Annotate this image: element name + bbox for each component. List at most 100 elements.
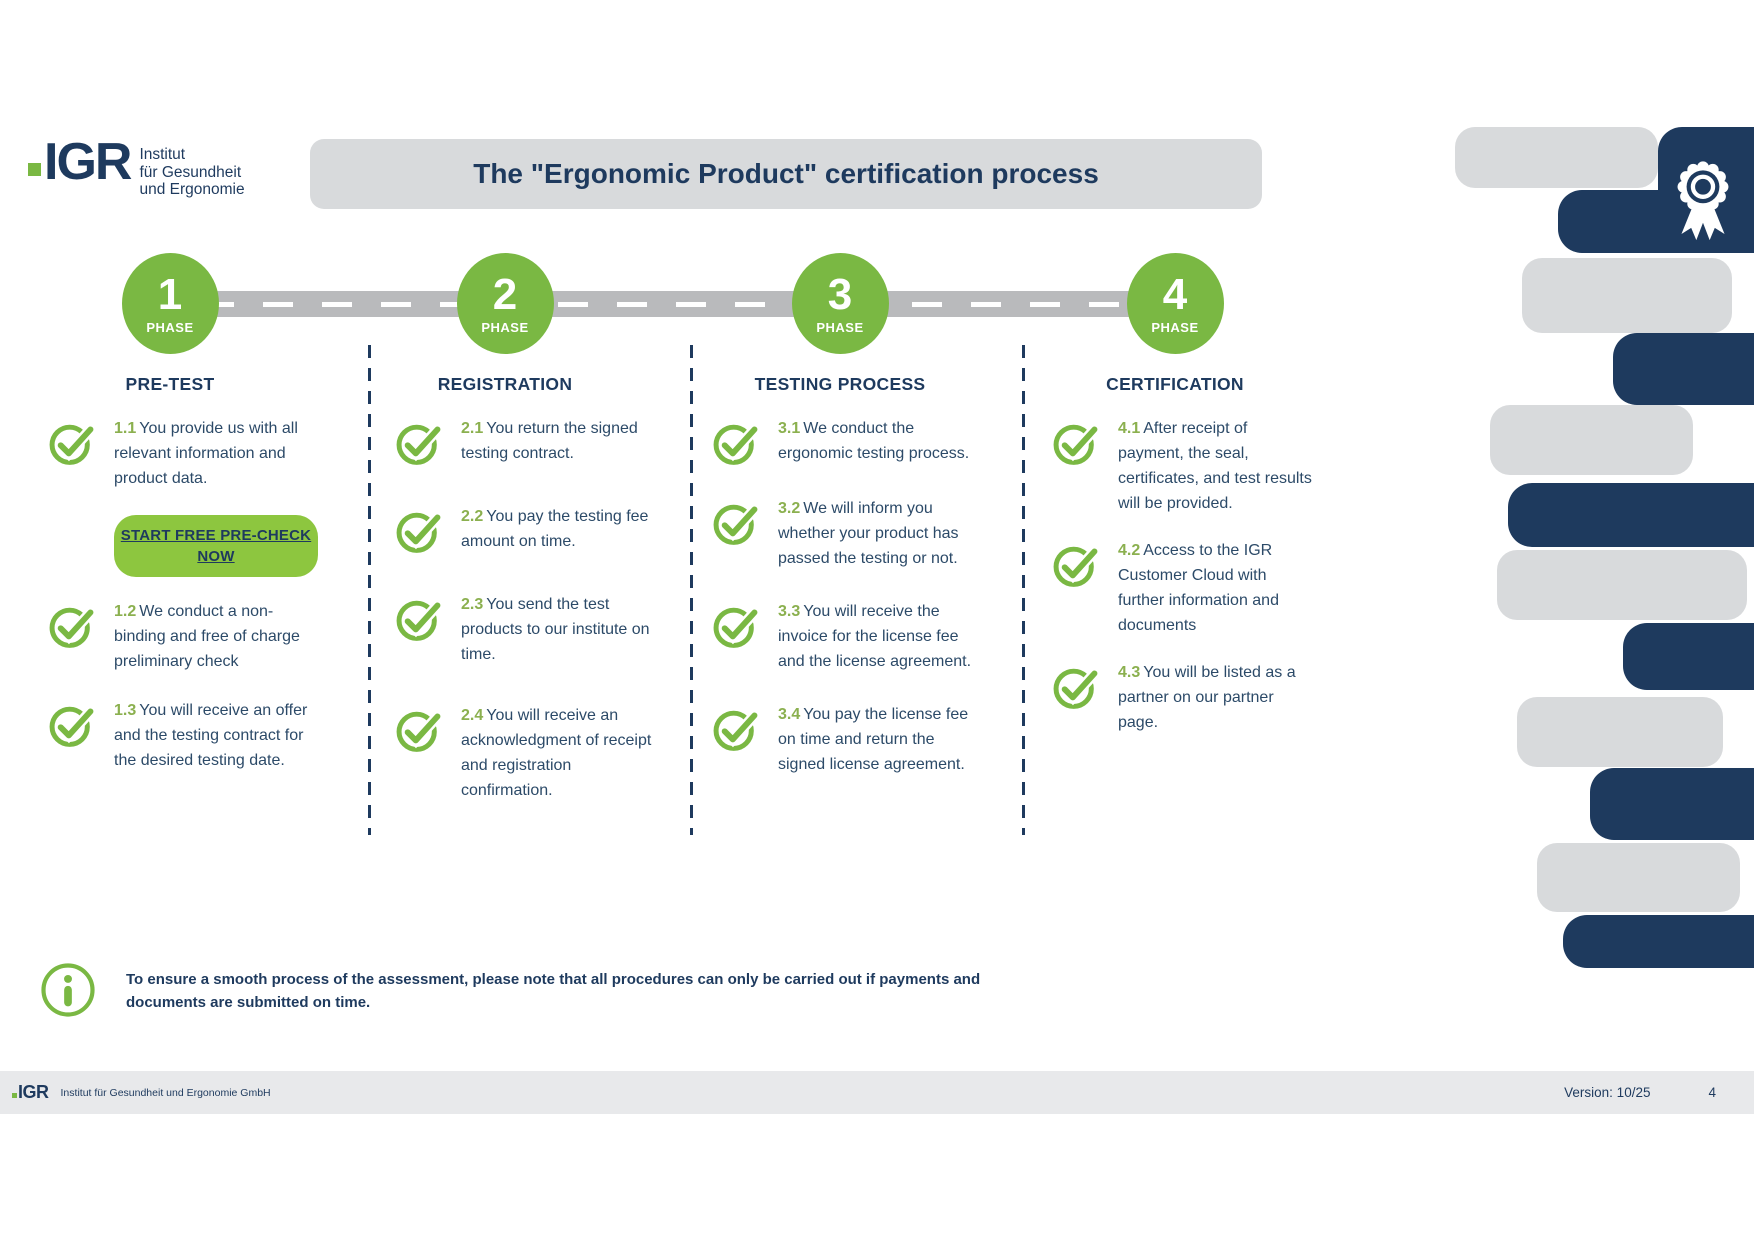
column-header-testing-process: TESTING PROCESS <box>754 374 926 394</box>
logo-subtext-line: für Gesundheit <box>139 163 242 181</box>
decor-gray-pill <box>1490 405 1693 475</box>
check-icon <box>48 418 96 468</box>
logo-subtext-line: Institut <box>139 146 186 163</box>
step-description: We conduct the ergonomic testing process… <box>778 420 970 462</box>
check-icon <box>1052 540 1100 590</box>
step-number: 1.2 <box>114 603 137 620</box>
step-description: Access to the IGR Customer Cloud with fu… <box>1118 542 1279 634</box>
logo-subtext-line: und Ergonomie <box>139 181 245 198</box>
phase-number: 3 <box>827 269 853 319</box>
footer-logo-mark: IGR <box>18 1082 49 1103</box>
check-icon <box>712 601 760 651</box>
check-icon <box>1052 662 1100 712</box>
step-description: You send the test products to our instit… <box>461 596 650 663</box>
start-free-pre-check-button[interactable]: START FREE PRE-CHECK NOW <box>114 515 318 577</box>
footer-logo-dot <box>12 1092 17 1098</box>
step-number: 1.3 <box>114 702 137 719</box>
step-number: 4.1 <box>1118 420 1141 437</box>
decor-navy-block <box>1508 483 1754 547</box>
award-ribbon-icon <box>1664 156 1742 244</box>
decor-navy-block <box>1613 333 1754 405</box>
step-description: You provide us with all relevant informa… <box>114 420 298 487</box>
step-number: 3.2 <box>778 500 801 517</box>
step-description: You will receive an offer and the testin… <box>114 702 308 769</box>
footer-company: Institut für Gesundheit und Ergonomie Gm… <box>60 1086 271 1099</box>
column-divider <box>690 345 693 835</box>
igr-logo: IGR Institut für Gesundheit und Ergonomi… <box>28 133 245 199</box>
phase-word: PHASE <box>1151 319 1199 335</box>
column-header-pre-test: PRE-TEST <box>125 374 215 394</box>
phase-number: 1 <box>157 269 183 319</box>
decor-navy-block <box>1623 623 1754 690</box>
step-number: 3.3 <box>778 603 801 620</box>
info-note: To ensure a smooth process of the assess… <box>40 962 1036 1018</box>
step-number: 2.4 <box>461 707 484 724</box>
step-number: 3.1 <box>778 420 801 437</box>
decor-navy-block <box>1563 915 1754 968</box>
step-description: You pay the license fee on time and retu… <box>778 706 969 773</box>
step-description: You will receive an acknowledgment of re… <box>461 707 652 799</box>
step-description: We will inform you whether your product … <box>778 500 959 567</box>
logo-mark-text: IGR <box>44 133 132 191</box>
phase-number: 4 <box>1162 269 1188 319</box>
logo-subtext: Institut für Gesundheit und Ergonomie <box>139 146 244 199</box>
phase-word: PHASE <box>481 319 529 335</box>
info-icon <box>40 962 96 1018</box>
decor-navy-block <box>1590 768 1754 840</box>
check-icon <box>712 704 760 754</box>
check-icon <box>712 498 760 548</box>
page-title: The "Ergonomic Product" certification pr… <box>473 158 1099 189</box>
phase-number: 2 <box>492 269 518 319</box>
check-icon <box>712 418 760 468</box>
note-text: To ensure a smooth process of the assess… <box>126 971 981 1011</box>
step-number: 3.4 <box>778 706 801 723</box>
column-divider <box>368 345 371 835</box>
check-icon <box>395 705 443 755</box>
step-number: 2.2 <box>461 508 484 525</box>
decor-gray-pill <box>1455 127 1658 188</box>
footer-version: Version: 10/25 <box>1564 1085 1651 1100</box>
decor-gray-pill <box>1517 697 1723 767</box>
check-icon <box>48 601 96 651</box>
column-header-registration: REGISTRATION <box>437 374 573 394</box>
phase-word: PHASE <box>816 319 864 335</box>
footer-page-number: 4 <box>1708 1085 1716 1100</box>
column-header-certification: CERTIFICATION <box>1106 374 1244 394</box>
check-icon <box>395 506 443 556</box>
decor-gray-pill <box>1497 550 1747 620</box>
step-number: 1.1 <box>114 420 137 437</box>
step-description: You will be listed as a partner on our p… <box>1118 664 1296 731</box>
decor-gray-pill <box>1522 258 1732 333</box>
footer: IGR Institut für Gesundheit und Ergonomi… <box>0 1071 1754 1114</box>
check-icon <box>395 418 443 468</box>
